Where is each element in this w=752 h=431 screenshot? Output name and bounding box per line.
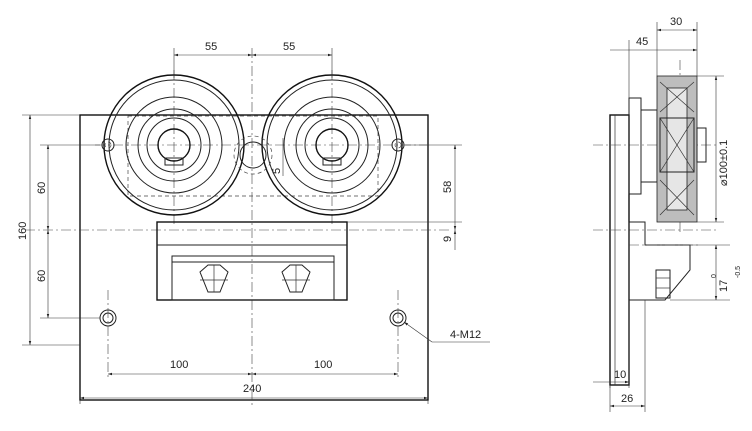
dim-30: 30 <box>670 16 682 28</box>
dim-diameter-100: ⌀100±0.1 <box>718 140 730 186</box>
upper-left-hole <box>101 138 115 152</box>
dim-9: 9 <box>442 236 454 242</box>
bolt-left <box>199 264 229 293</box>
dim-55-right: 55 <box>283 41 295 53</box>
front-view <box>25 48 452 408</box>
upper-right-hole <box>391 138 405 152</box>
side-wheel <box>656 75 707 223</box>
dim-55-left: 55 <box>205 41 217 53</box>
side-plate <box>609 114 630 386</box>
hidden-bracket <box>127 115 379 197</box>
dim-10: 10 <box>614 369 626 381</box>
side-flange <box>628 97 642 195</box>
dim-17: 17 <box>718 280 730 292</box>
dim-17-tol-upper: 0 <box>711 274 718 278</box>
dim-26: 26 <box>621 393 633 405</box>
side-dimensions: 30 45 ⌀100±0.1 17 0 -0.5 10 26 <box>593 16 742 412</box>
dim-17-tol-lower: -0.5 <box>735 266 742 278</box>
dim-100-right: 100 <box>314 359 332 371</box>
dim-60-lower: 60 <box>36 270 48 282</box>
dim-100-left: 100 <box>170 359 188 371</box>
lower-bracket <box>156 221 348 301</box>
center-pin-hidden <box>233 135 273 175</box>
base-plate <box>79 114 429 401</box>
bolt-right <box>281 264 311 293</box>
dim-45: 45 <box>636 36 648 48</box>
side-bracket <box>628 221 700 301</box>
dim-160: 160 <box>17 222 29 240</box>
dim-58: 58 <box>442 181 454 193</box>
dim-240: 240 <box>243 383 261 395</box>
dim-60-upper: 60 <box>36 182 48 194</box>
hole-note: 4-M12 <box>450 329 481 341</box>
dim-5: 5 <box>271 168 283 174</box>
side-view <box>593 60 718 386</box>
front-dimensions: 55 55 160 60 60 58 9 5 100 100 24 <box>17 41 490 404</box>
